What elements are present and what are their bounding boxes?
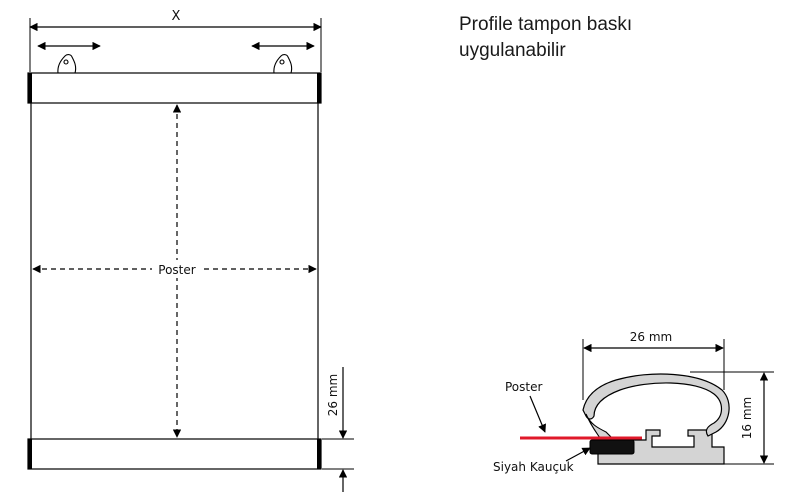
bottom-rail-end-cap-left	[28, 439, 32, 469]
top-rail-end-cap-left	[28, 73, 32, 103]
hanger-hook-left	[57, 54, 77, 74]
top-rail-end-cap-right	[317, 73, 321, 103]
top-rail	[27, 72, 322, 104]
hanger-hook-right	[273, 54, 293, 74]
profile-rubber-leader	[565, 447, 591, 462]
profile-height-label: 16 mm	[740, 397, 754, 439]
print-note: Profile tampon baskı uygulanabilir	[459, 12, 632, 64]
profile-width-label: 26 mm	[630, 330, 672, 344]
poster-label: Poster	[158, 263, 195, 277]
poster-frame-diagram: X Poster 26 mm	[27, 9, 354, 492]
profile-poster-label: Poster	[505, 380, 542, 394]
width-label: X	[172, 9, 181, 24]
black-rubber	[589, 439, 635, 455]
profile-base-channel	[597, 429, 725, 465]
bottom-rail-end-cap-right	[317, 439, 321, 469]
profile-cross-section: 26 mm 16 mm Poster Siyah Kauçuk	[493, 330, 774, 474]
profile-snap-cover	[582, 373, 730, 437]
rail-height-label: 26 mm	[326, 374, 340, 416]
print-note-line-2: uygulanabilir	[459, 40, 566, 61]
poster-label-background	[152, 260, 202, 278]
profile-rubber-label: Siyah Kauçuk	[493, 460, 574, 474]
print-note-line-1: Profile tampon baskı	[459, 14, 633, 35]
profile-poster-leader	[529, 395, 546, 433]
bottom-rail	[27, 438, 322, 470]
